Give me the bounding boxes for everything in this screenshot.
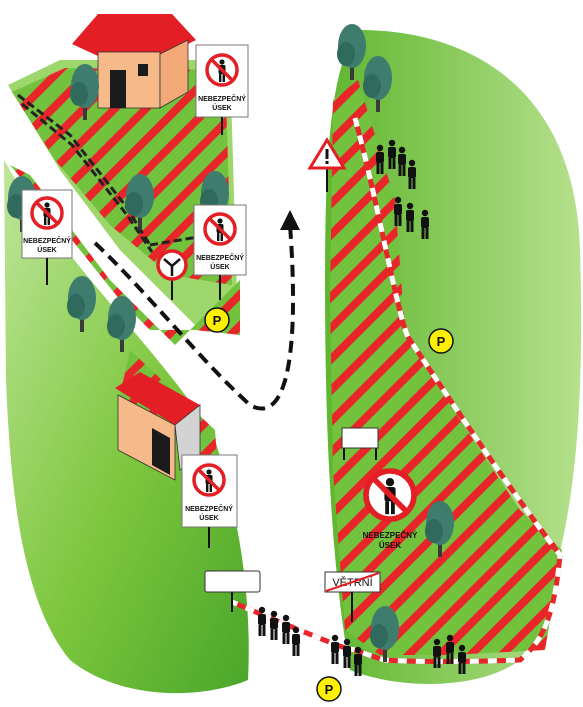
danger-marker-right-line2: ÚSEK	[379, 541, 401, 550]
danger-sign-middle: NEBEZPEČNÝ ÚSEK	[193, 204, 247, 300]
svg-text:P: P	[213, 313, 222, 328]
route-arrow-head	[280, 210, 300, 230]
svg-text:P: P	[325, 682, 334, 697]
danger-sign-left-line2: ÚSEK	[37, 245, 56, 254]
danger-sign-left-line1: NEBEZPEČNÝ	[23, 236, 71, 245]
people-group-bottom-left	[258, 606, 300, 656]
street-sign-vetrni: VĚTRNÍ	[324, 571, 381, 622]
house-top	[72, 14, 196, 109]
danger-marker-right-line1: NEBEZPEČNÝ	[363, 531, 418, 540]
boundary-line-dashes	[231, 117, 563, 664]
route-arrow-path	[93, 224, 296, 411]
danger-sign-lower-line1: NEBEZPEČNÝ	[185, 504, 233, 513]
danger-marker-right: NEBEZPEČNÝ ÚSEK	[363, 471, 418, 550]
warning-triangle-icon	[307, 137, 347, 192]
svg-text:P: P	[437, 334, 446, 349]
danger-sign-middle-line2: ÚSEK	[210, 262, 229, 271]
danger-sign-top: NEBEZPEČNÝ ÚSEK	[195, 44, 249, 135]
yield-sign-icon	[156, 249, 188, 300]
danger-sign-top-line2: ÚSEK	[212, 103, 231, 112]
house-lower	[115, 372, 201, 481]
parking-icon-bottom: P	[316, 676, 342, 702]
blank-board-right	[341, 427, 379, 460]
hatched-zone-top	[12, 68, 232, 285]
blank-board-bottom	[204, 570, 261, 612]
parking-icon-top: P	[204, 307, 230, 333]
danger-sign-lower: NEBEZPEČNÝ ÚSEK	[181, 454, 238, 548]
parking-icon-right: P	[428, 328, 454, 354]
danger-sign-lower-line2: ÚSEK	[199, 513, 218, 522]
danger-sign-top-line1: NEBEZPEČNÝ	[198, 94, 246, 103]
danger-sign-left: NEBEZPEČNÝ ÚSEK	[21, 189, 73, 285]
danger-sign-middle-line1: NEBEZPEČNÝ	[196, 253, 244, 262]
